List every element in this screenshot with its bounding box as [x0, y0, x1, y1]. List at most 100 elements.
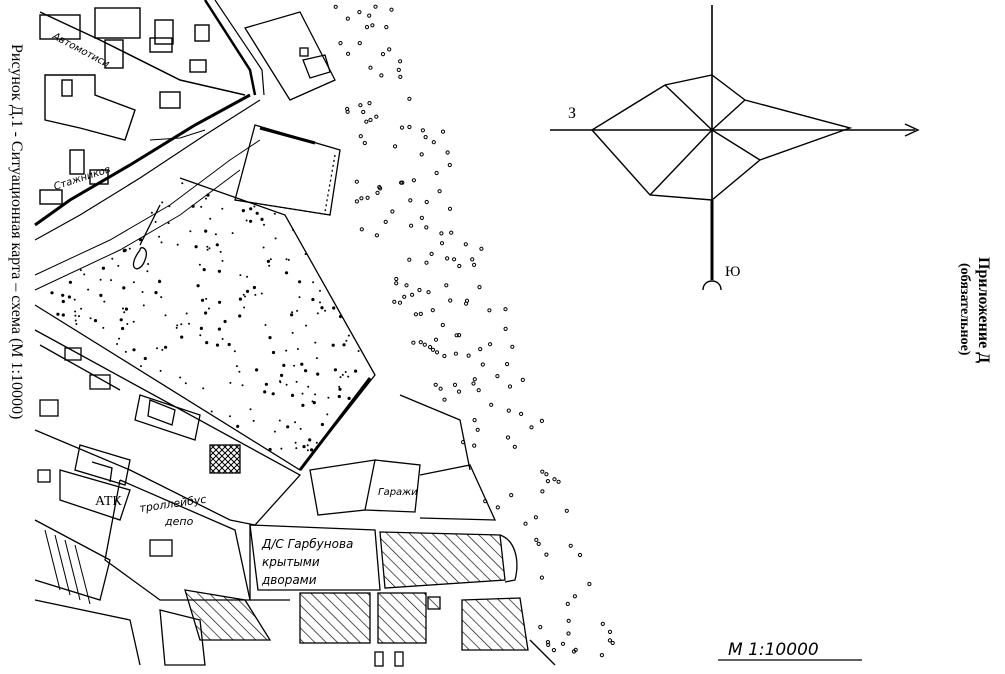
park-dot — [264, 324, 267, 326]
scatter-dot — [495, 374, 500, 379]
compass-rose — [550, 5, 920, 291]
scatter-dot — [440, 129, 446, 134]
scatter-dot — [346, 51, 351, 56]
park-dot — [307, 385, 310, 388]
scatter-dot — [345, 106, 350, 112]
figure-caption: Рисунок Д.1 - Ситуационная карта – схема… — [8, 44, 25, 419]
scatter-dot — [539, 418, 545, 423]
scatter-dot — [565, 601, 570, 607]
scatter-dot — [364, 25, 370, 30]
scatter-dot — [398, 59, 403, 64]
park-dot — [223, 319, 227, 324]
park-dot — [326, 413, 329, 416]
park-dot — [227, 342, 231, 347]
park-dot — [140, 365, 142, 368]
scatter-dot — [600, 621, 605, 627]
scatter-dot — [393, 144, 398, 149]
scatter-dot — [523, 521, 528, 526]
scatter-dot — [383, 219, 388, 224]
scatter-dot — [607, 638, 613, 643]
scatter-dot — [429, 251, 434, 256]
park-dot — [255, 368, 259, 372]
park-dot — [119, 318, 123, 322]
park-dot — [290, 313, 294, 317]
scatter-dot — [419, 215, 424, 220]
scatter-dot — [333, 4, 338, 9]
scatter-dot — [466, 353, 471, 358]
park-dot — [344, 371, 347, 373]
scatter-dot — [475, 427, 480, 432]
scatter-dot — [384, 25, 389, 30]
park-dot — [320, 306, 324, 310]
park-dot — [161, 348, 164, 351]
scatter-dot — [442, 353, 447, 359]
park-dot — [158, 235, 161, 238]
park-dot — [221, 259, 224, 262]
park-dot — [154, 291, 158, 295]
park-dot — [338, 385, 341, 388]
park-dot — [68, 280, 72, 284]
scatter-dot — [539, 575, 545, 580]
park-dot — [342, 343, 346, 347]
park-dot — [354, 369, 358, 373]
scatter-dot — [428, 345, 433, 350]
park-dot — [310, 448, 314, 452]
park-dot — [253, 205, 256, 208]
scatter-dot — [506, 408, 511, 413]
park-dot — [311, 297, 315, 302]
park-dot — [87, 288, 90, 291]
park-dot — [180, 323, 183, 326]
park-dot — [215, 343, 220, 347]
scatter-dot — [477, 285, 482, 290]
scatter-dot — [560, 641, 566, 646]
scatter-dot — [552, 477, 557, 482]
scatter-dot — [430, 347, 436, 352]
scatter-dot — [505, 435, 511, 440]
scatter-dot — [357, 41, 362, 46]
park-dot — [249, 219, 253, 223]
scatter-dot — [538, 625, 543, 630]
scatter-dot — [495, 505, 500, 510]
park-dot — [79, 269, 82, 272]
park-dot — [214, 233, 217, 236]
park-dot — [75, 323, 78, 325]
park-dot — [122, 286, 126, 290]
scatter-dot — [358, 103, 363, 108]
main-road — [34, 0, 265, 291]
compass-south-label: Ю — [725, 264, 740, 280]
scatter-dot — [544, 472, 549, 477]
park-dot — [206, 245, 209, 248]
park-dot — [156, 347, 158, 350]
scatter-dot — [442, 397, 447, 402]
park-dot — [164, 314, 167, 317]
scatter-dot — [472, 443, 477, 448]
park-dot — [305, 324, 307, 327]
park-dot — [294, 421, 297, 424]
appendix-title: Приложение Д — [975, 257, 992, 363]
park-dot — [205, 341, 209, 345]
scatter-dot — [573, 647, 578, 653]
scatter-dot — [389, 7, 394, 12]
park-dot — [280, 447, 283, 450]
scatter-dot — [488, 342, 493, 347]
scatter-dot — [365, 195, 370, 200]
park-dot — [242, 293, 245, 296]
park-dot — [132, 320, 135, 323]
park-dot — [339, 376, 342, 379]
scatter-dot — [452, 257, 457, 262]
scatter-dot — [423, 135, 428, 140]
scatter-dot — [445, 150, 450, 155]
park-dot — [209, 217, 212, 220]
park-dot — [252, 419, 255, 422]
park-dot — [80, 307, 83, 310]
park-dot — [61, 313, 65, 317]
scatter-dot — [472, 418, 477, 423]
appendix-subtitle: (обязательное) — [957, 263, 972, 356]
park-dot — [327, 396, 330, 399]
park-dot — [319, 289, 321, 292]
scatter-dot — [367, 13, 372, 18]
park-dot — [161, 201, 164, 204]
park-dot — [217, 269, 221, 273]
scatter-dot — [420, 128, 425, 133]
garages-label: Гаражи — [378, 487, 418, 498]
